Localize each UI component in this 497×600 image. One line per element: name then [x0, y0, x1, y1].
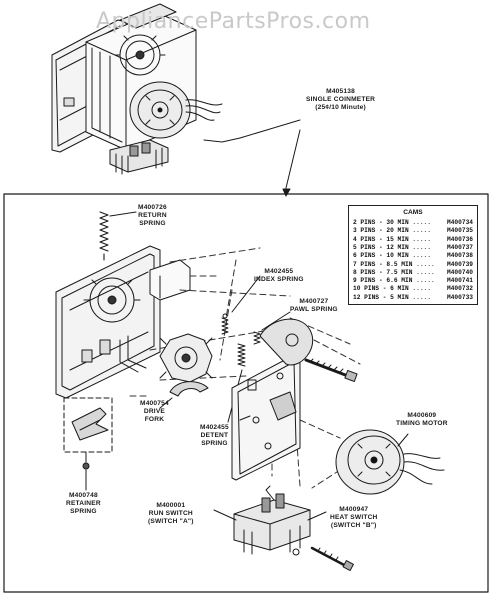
drive-fork-image — [169, 381, 209, 397]
cams-title: CAMS — [403, 209, 423, 216]
return-spring-part-number: M400726 — [138, 204, 167, 211]
retainer-spring-name-1: RETAINER — [66, 500, 101, 507]
return-spring-name-2: SPRING — [139, 220, 166, 227]
cam-part-number: M400733 — [447, 293, 473, 301]
cam-dot-leader: ..... — [408, 293, 431, 301]
cam-dot-leader: ..... — [408, 219, 431, 226]
run-switch-designation: (SWITCH "A") — [148, 518, 194, 525]
cam-dot-leader: ..... — [412, 277, 435, 285]
cam-pins-time: 2 PINS - 30 MIN — [353, 219, 409, 226]
pawl-spring-image — [253, 311, 291, 345]
cam-pins-time: 9 PINS - 6.6 MIN — [353, 277, 413, 285]
cam-part-number: M400739 — [447, 260, 473, 268]
front-plate-image — [231, 318, 314, 481]
drive-fork-name-2: FORK — [144, 416, 165, 423]
cam-row: 10 PINS - 6 MIN ..... M400732 — [353, 285, 475, 292]
cam-dot-leader: ..... — [408, 227, 431, 235]
cam-part-number: M400736 — [447, 235, 473, 243]
heat-switch-designation: (SWITCH "B") — [330, 522, 377, 529]
coinmeter-leader-line — [203, 119, 301, 143]
detent-spring-name-1: DETENT — [200, 432, 229, 439]
heat-switch-name: HEAT SWITCH — [330, 514, 378, 521]
drive-fork-part-number: M400754 — [140, 400, 169, 407]
cam-row: 2 PINS - 30 MIN ..... M400734 — [353, 219, 475, 226]
return-spring-name-1: RETURN — [138, 212, 167, 219]
cam-dot-leader: ..... — [408, 285, 431, 293]
drive-fork-label: M400754 DRIVE FORK — [140, 400, 169, 424]
timing-motor-label: M400609 TIMING MOTOR — [396, 412, 448, 428]
rear-housing-image — [55, 245, 191, 399]
cam-row: 7 PINS - 8.5 MIN ..... M400739 — [353, 261, 475, 268]
return-spring-label: M400726 RETURN SPRING — [138, 204, 167, 228]
retainer-spring-label: M400748 RETAINER SPRING — [66, 492, 101, 516]
cam-row: 5 PINS - 12 MIN ..... M400737 — [353, 244, 475, 251]
cam-pins-time: 6 PINS - 10 MIN — [353, 252, 409, 260]
detent-spring-part-number: M402455 — [200, 424, 229, 431]
cam-row: 8 PINS - 7.5 MIN ..... M400740 — [353, 269, 475, 276]
retainer-spring-part-number: M400748 — [68, 492, 98, 499]
cam-wheel-image — [159, 333, 213, 383]
cam-row: 3 PINS - 20 MIN ..... M400735 — [353, 227, 475, 234]
run-switch-label: M400001 RUN SWITCH (SWITCH "A") — [148, 502, 194, 526]
run-switch-name: RUN SWITCH — [148, 510, 193, 517]
pawl-spring-part-number: M400727 — [299, 298, 329, 305]
cam-pins-time: 10 PINS - 6 MIN — [353, 285, 409, 293]
cam-dot-leader: ..... — [408, 243, 431, 251]
cam-pins-time: 12 PINS - 5 MIN — [353, 293, 409, 301]
cam-part-number: M400741 — [447, 277, 473, 285]
cam-row: 4 PINS - 15 MIN ..... M400736 — [353, 236, 475, 243]
cam-dot-leader: ..... — [408, 235, 431, 243]
cam-pins-time: 4 PINS - 15 MIN — [353, 235, 409, 243]
index-spring-part-number: M402455 — [264, 268, 294, 275]
coinmeter-rate: (25¢/10 Minute) — [315, 104, 366, 111]
cam-dot-leader: ..... — [412, 268, 435, 276]
timing-motor-part-number: M400609 — [407, 412, 437, 419]
cam-pins-time: 8 PINS - 7.5 MIN — [353, 268, 413, 276]
pawl-spring-label: M400727 PAWL SPRING — [290, 298, 338, 314]
cam-row: 9 PINS - 6.6 MIN ..... M400741 — [353, 277, 475, 284]
cam-part-number: M400735 — [447, 227, 473, 235]
run-switch-part-number: M400001 — [156, 502, 186, 509]
timing-motor-image — [335, 429, 445, 495]
detent-spring-name-2: SPRING — [201, 440, 228, 447]
index-spring-label: M402455 INDEX SPRING — [254, 268, 304, 284]
coinmeter-part-number: M405138 — [326, 88, 356, 95]
exploded-view-frame — [3, 193, 489, 593]
cam-row: 6 PINS - 10 MIN ..... M400738 — [353, 252, 475, 259]
coinmeter-name: SINGLE COINMETER — [306, 96, 376, 103]
coinmeter-label: M405138 SINGLE COINMETER (25¢/10 Minute) — [306, 88, 375, 112]
assembled-coinmeter-image — [51, 3, 223, 175]
cam-pins-time: 3 PINS - 20 MIN — [353, 227, 409, 235]
switch-screw-image — [310, 546, 354, 572]
cam-part-number: M400737 — [447, 243, 473, 251]
heat-switch-part-number: M400947 — [339, 506, 369, 513]
heat-switch-label: M400947 HEAT SWITCH (SWITCH "B") — [330, 506, 378, 530]
retainer-spring-name-2: SPRING — [70, 508, 97, 515]
detent-spring-label: M402455 DETENT SPRING — [200, 424, 229, 448]
pawl-spring-name: PAWL SPRING — [290, 306, 338, 313]
cam-row: 12 PINS - 5 MIN ..... M400733 — [353, 294, 475, 301]
switch-assembly-image — [233, 485, 311, 556]
cam-pins-time: 7 PINS - 8.5 MIN — [353, 260, 413, 268]
return-spring-image — [99, 211, 109, 261]
long-screw-image — [304, 358, 358, 382]
retainer-spring-image — [63, 397, 113, 470]
watermark-text: AppliancePartsPros.com — [96, 9, 371, 34]
index-spring-name: INDEX SPRING — [254, 276, 304, 283]
drive-fork-name-1: DRIVE — [143, 408, 166, 415]
cam-part-number: M400738 — [447, 252, 473, 260]
cam-part-number: M400740 — [447, 268, 473, 276]
cam-part-number: M400732 — [447, 285, 473, 293]
cam-dot-leader: ..... — [412, 260, 435, 268]
cam-part-number: M400734 — [447, 219, 473, 226]
cam-dot-leader: ..... — [408, 252, 431, 260]
index-spring-image — [221, 313, 229, 335]
cam-pins-time: 5 PINS - 12 MIN — [353, 243, 409, 251]
timing-motor-name: TIMING MOTOR — [396, 420, 448, 427]
